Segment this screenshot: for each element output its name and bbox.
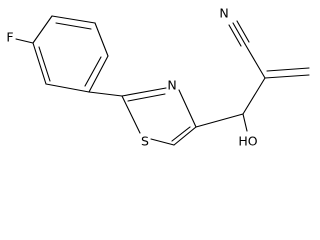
nitrile-triple-1 [232, 22, 246, 45]
chemical-structure-diagram: F S N N HO [6, 6, 310, 149]
thiazole-c4-c5 [173, 126, 197, 146]
alkene-double-2 [266, 67, 310, 72]
atom-label-nitrile-nitrogen: N [219, 6, 228, 21]
ring-bond-1 [32, 42, 47, 85]
ring-bond-5 [51, 15, 96, 24]
bond-c4-choh [195, 113, 244, 128]
thiazole-c5-s1 [150, 138, 175, 146]
ring-bond-1-inner [38, 46, 51, 82]
ring-bond-6 [32, 15, 53, 44]
thiazole-n3-c4 [178, 89, 197, 128]
bond-aryl-thiazole [88, 91, 123, 97]
nitrile-triple-3 [228, 24, 242, 47]
ring-bond-3-inner [84, 56, 102, 87]
ring-bond-4 [94, 22, 109, 57]
ring-bond-5-inner [55, 22, 92, 30]
alkene-double-1 [264, 74, 310, 79]
side-chain [195, 20, 310, 132]
bond-alkene-nitrile [244, 43, 266, 79]
thiazole-c2-n3 [121, 87, 167, 97]
ring-bond-3 [88, 55, 109, 93]
atom-label-hydroxyl: HO [238, 134, 257, 149]
thiazole-c4-c5-inner [171, 126, 191, 142]
ring-bond-2 [45, 83, 90, 93]
atom-label-fluorine: F [6, 30, 13, 45]
fluorophenyl-ring [15, 15, 109, 93]
bond-choh-oh [242, 113, 248, 132]
bond-f-c1 [15, 38, 34, 44]
thiazole-s1-c2 [121, 95, 141, 134]
atom-label-sulfur: S [141, 134, 149, 149]
thiazole-c2-n3-inner [127, 93, 166, 102]
atom-label-nitrogen-ring: N [167, 78, 176, 93]
thiazole-ring [121, 87, 197, 146]
nitrile-triple-2 [236, 20, 250, 43]
bond-choh-alkene [242, 77, 266, 115]
